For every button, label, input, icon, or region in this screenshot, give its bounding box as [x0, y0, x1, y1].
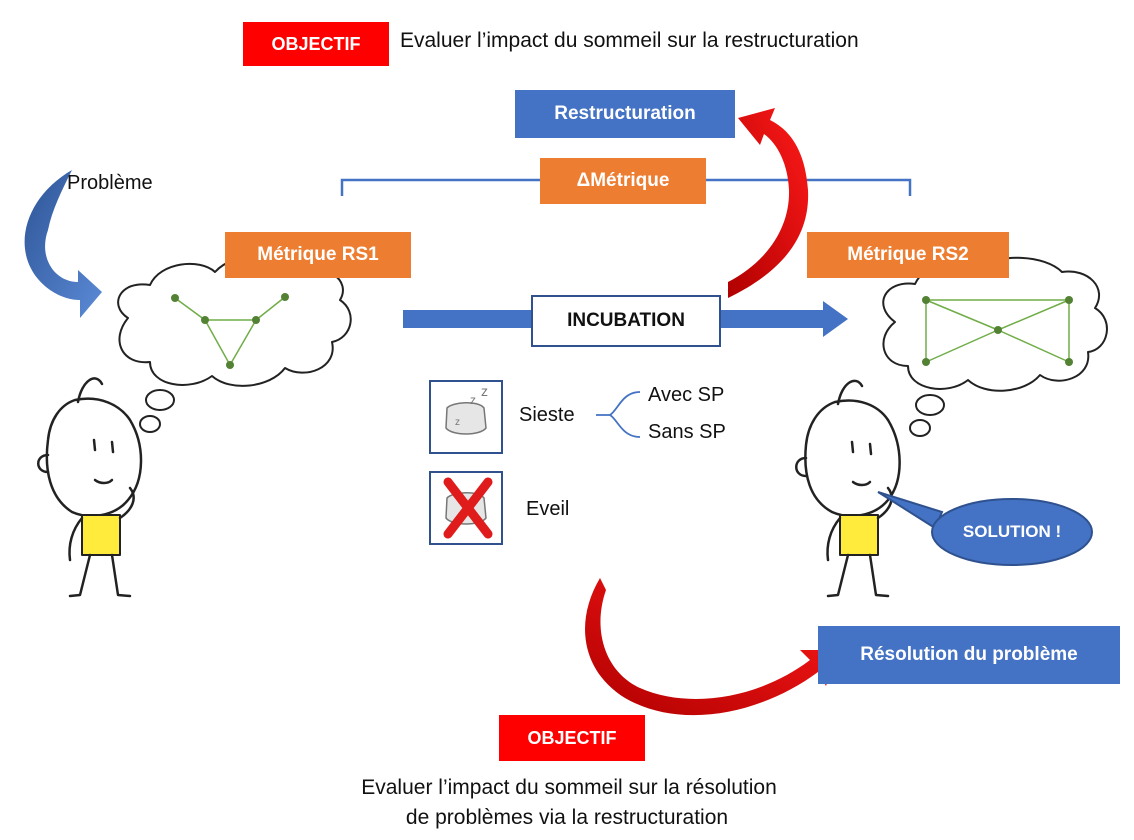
solution-label: SOLUTION ! — [962, 522, 1062, 541]
options-brace — [596, 391, 641, 438]
sieste-label: Sieste — [519, 404, 575, 426]
resolution-box: Résolution du problème — [818, 626, 1120, 684]
restructuration-arrow — [728, 108, 809, 298]
eveil-icon — [429, 471, 503, 545]
metric-rs1-box: Métrique RS1 — [225, 232, 411, 278]
solution-bubble — [877, 491, 1093, 566]
probleme-arrow — [24, 170, 103, 318]
avec-sp-label: Avec SP — [648, 384, 725, 406]
metric-rs2-box: Métrique RS2 — [807, 232, 1009, 278]
objective-bottom-line2: de problèmes via la restructuration — [405, 806, 729, 829]
objective-top-badge: OBJECTIF — [243, 22, 389, 66]
objective-bottom-line1: Evaluer l’impact du sommeil sur la résol… — [361, 776, 777, 799]
eveil-label: Eveil — [526, 498, 570, 520]
svg-text:z: z — [470, 393, 476, 407]
thought-cloud-left — [117, 255, 352, 433]
resolution-arrow — [585, 578, 838, 716]
sieste-icon: z z z — [429, 380, 503, 454]
stick-figure-right — [795, 379, 901, 598]
incubation-box: INCUBATION — [531, 295, 721, 347]
network-rs2 — [922, 296, 1073, 366]
probleme-label: Problème — [67, 172, 153, 194]
objective-bottom-badge: OBJECTIF — [499, 715, 645, 761]
thought-cloud-right — [882, 256, 1108, 437]
svg-text:z: z — [481, 383, 488, 399]
sans-sp-label: Sans SP — [648, 421, 726, 443]
objective-top-text: Evaluer l’impact du sommeil sur la restr… — [400, 29, 859, 52]
stick-figure-left — [37, 377, 143, 598]
network-rs1 — [171, 293, 289, 369]
svg-text:z: z — [455, 417, 460, 428]
delta-metric-box: ΔMétrique — [540, 158, 706, 204]
restructuration-box: Restructuration — [515, 90, 735, 138]
